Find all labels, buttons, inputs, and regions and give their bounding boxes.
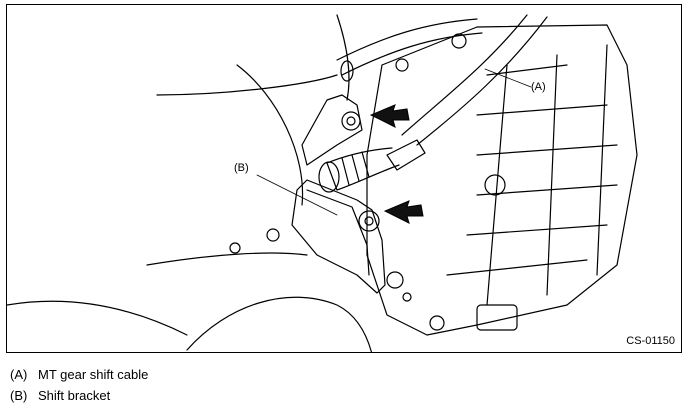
- case-bolt: [429, 315, 445, 331]
- leader-line-a: [484, 68, 532, 88]
- transmission-rib: [466, 224, 608, 236]
- case-boss: [476, 304, 518, 331]
- case-bolt: [402, 292, 412, 302]
- legend: (A) MT gear shift cable (B) Shift bracke…: [10, 364, 148, 406]
- vehicle-body-curve: [156, 74, 338, 96]
- bracket-bolt: [358, 210, 380, 232]
- case-bolt: [266, 228, 280, 242]
- legend-key: (B): [10, 388, 28, 403]
- arrow-pointer-icon: [383, 200, 424, 224]
- bracket-bolt: [341, 111, 361, 131]
- case-bolt: [395, 58, 409, 72]
- upper-pipe: [336, 18, 478, 61]
- transmission-rib: [546, 54, 558, 296]
- transmission-rib: [486, 64, 568, 76]
- vehicle-body-curve: [336, 14, 350, 101]
- pipe-end: [340, 60, 354, 82]
- upper-pipe: [341, 32, 483, 76]
- legend-key: (A): [10, 367, 28, 382]
- vehicle-body-curve: [7, 300, 188, 336]
- cable-sleeve: [386, 139, 426, 171]
- bracket-bolt: [364, 216, 374, 226]
- transmission-rib: [476, 184, 618, 196]
- leader-line-b: [256, 174, 338, 216]
- transmission-rib: [596, 44, 608, 276]
- transmission-rib: [476, 104, 608, 116]
- vehicle-body-curve: [236, 64, 304, 206]
- transmission-rib: [476, 144, 618, 156]
- shift-cable: [401, 14, 528, 136]
- bracket-bolt: [346, 116, 356, 126]
- cable-boot: [326, 147, 400, 191]
- arrow-pointer-icon: [369, 104, 410, 128]
- upper-bracket: [301, 94, 363, 166]
- case-bolt: [451, 33, 467, 49]
- callout-a: (A): [531, 81, 546, 93]
- cable-boot-rib: [351, 154, 360, 182]
- cable-boot-rib: [341, 157, 350, 186]
- case-bolt: [229, 242, 241, 254]
- case-bolt: [484, 174, 506, 196]
- transmission-illustration: [7, 14, 638, 352]
- callout-b: (B): [234, 162, 249, 174]
- legend-label: Shift bracket: [38, 388, 111, 403]
- legend-item: (A) MT gear shift cable: [10, 364, 148, 385]
- transmission-rib: [486, 64, 508, 306]
- vehicle-body-curve: [146, 252, 308, 266]
- figure-code: CS-01150: [626, 335, 675, 347]
- shift-bracket: [306, 189, 370, 276]
- cable-boot-rib: [361, 151, 370, 178]
- transmission-case: [366, 24, 638, 336]
- legend-item: (B) Shift bracket: [10, 385, 148, 406]
- case-bolt: [386, 271, 404, 289]
- vehicle-body-curve: [186, 296, 373, 352]
- diagram-figure: (A) (B) CS-01150: [6, 4, 682, 353]
- transmission-rib: [446, 259, 588, 276]
- cable-end: [318, 161, 340, 193]
- shift-cable: [416, 16, 548, 146]
- legend-label: MT gear shift cable: [38, 367, 149, 382]
- shift-bracket: [291, 179, 386, 294]
